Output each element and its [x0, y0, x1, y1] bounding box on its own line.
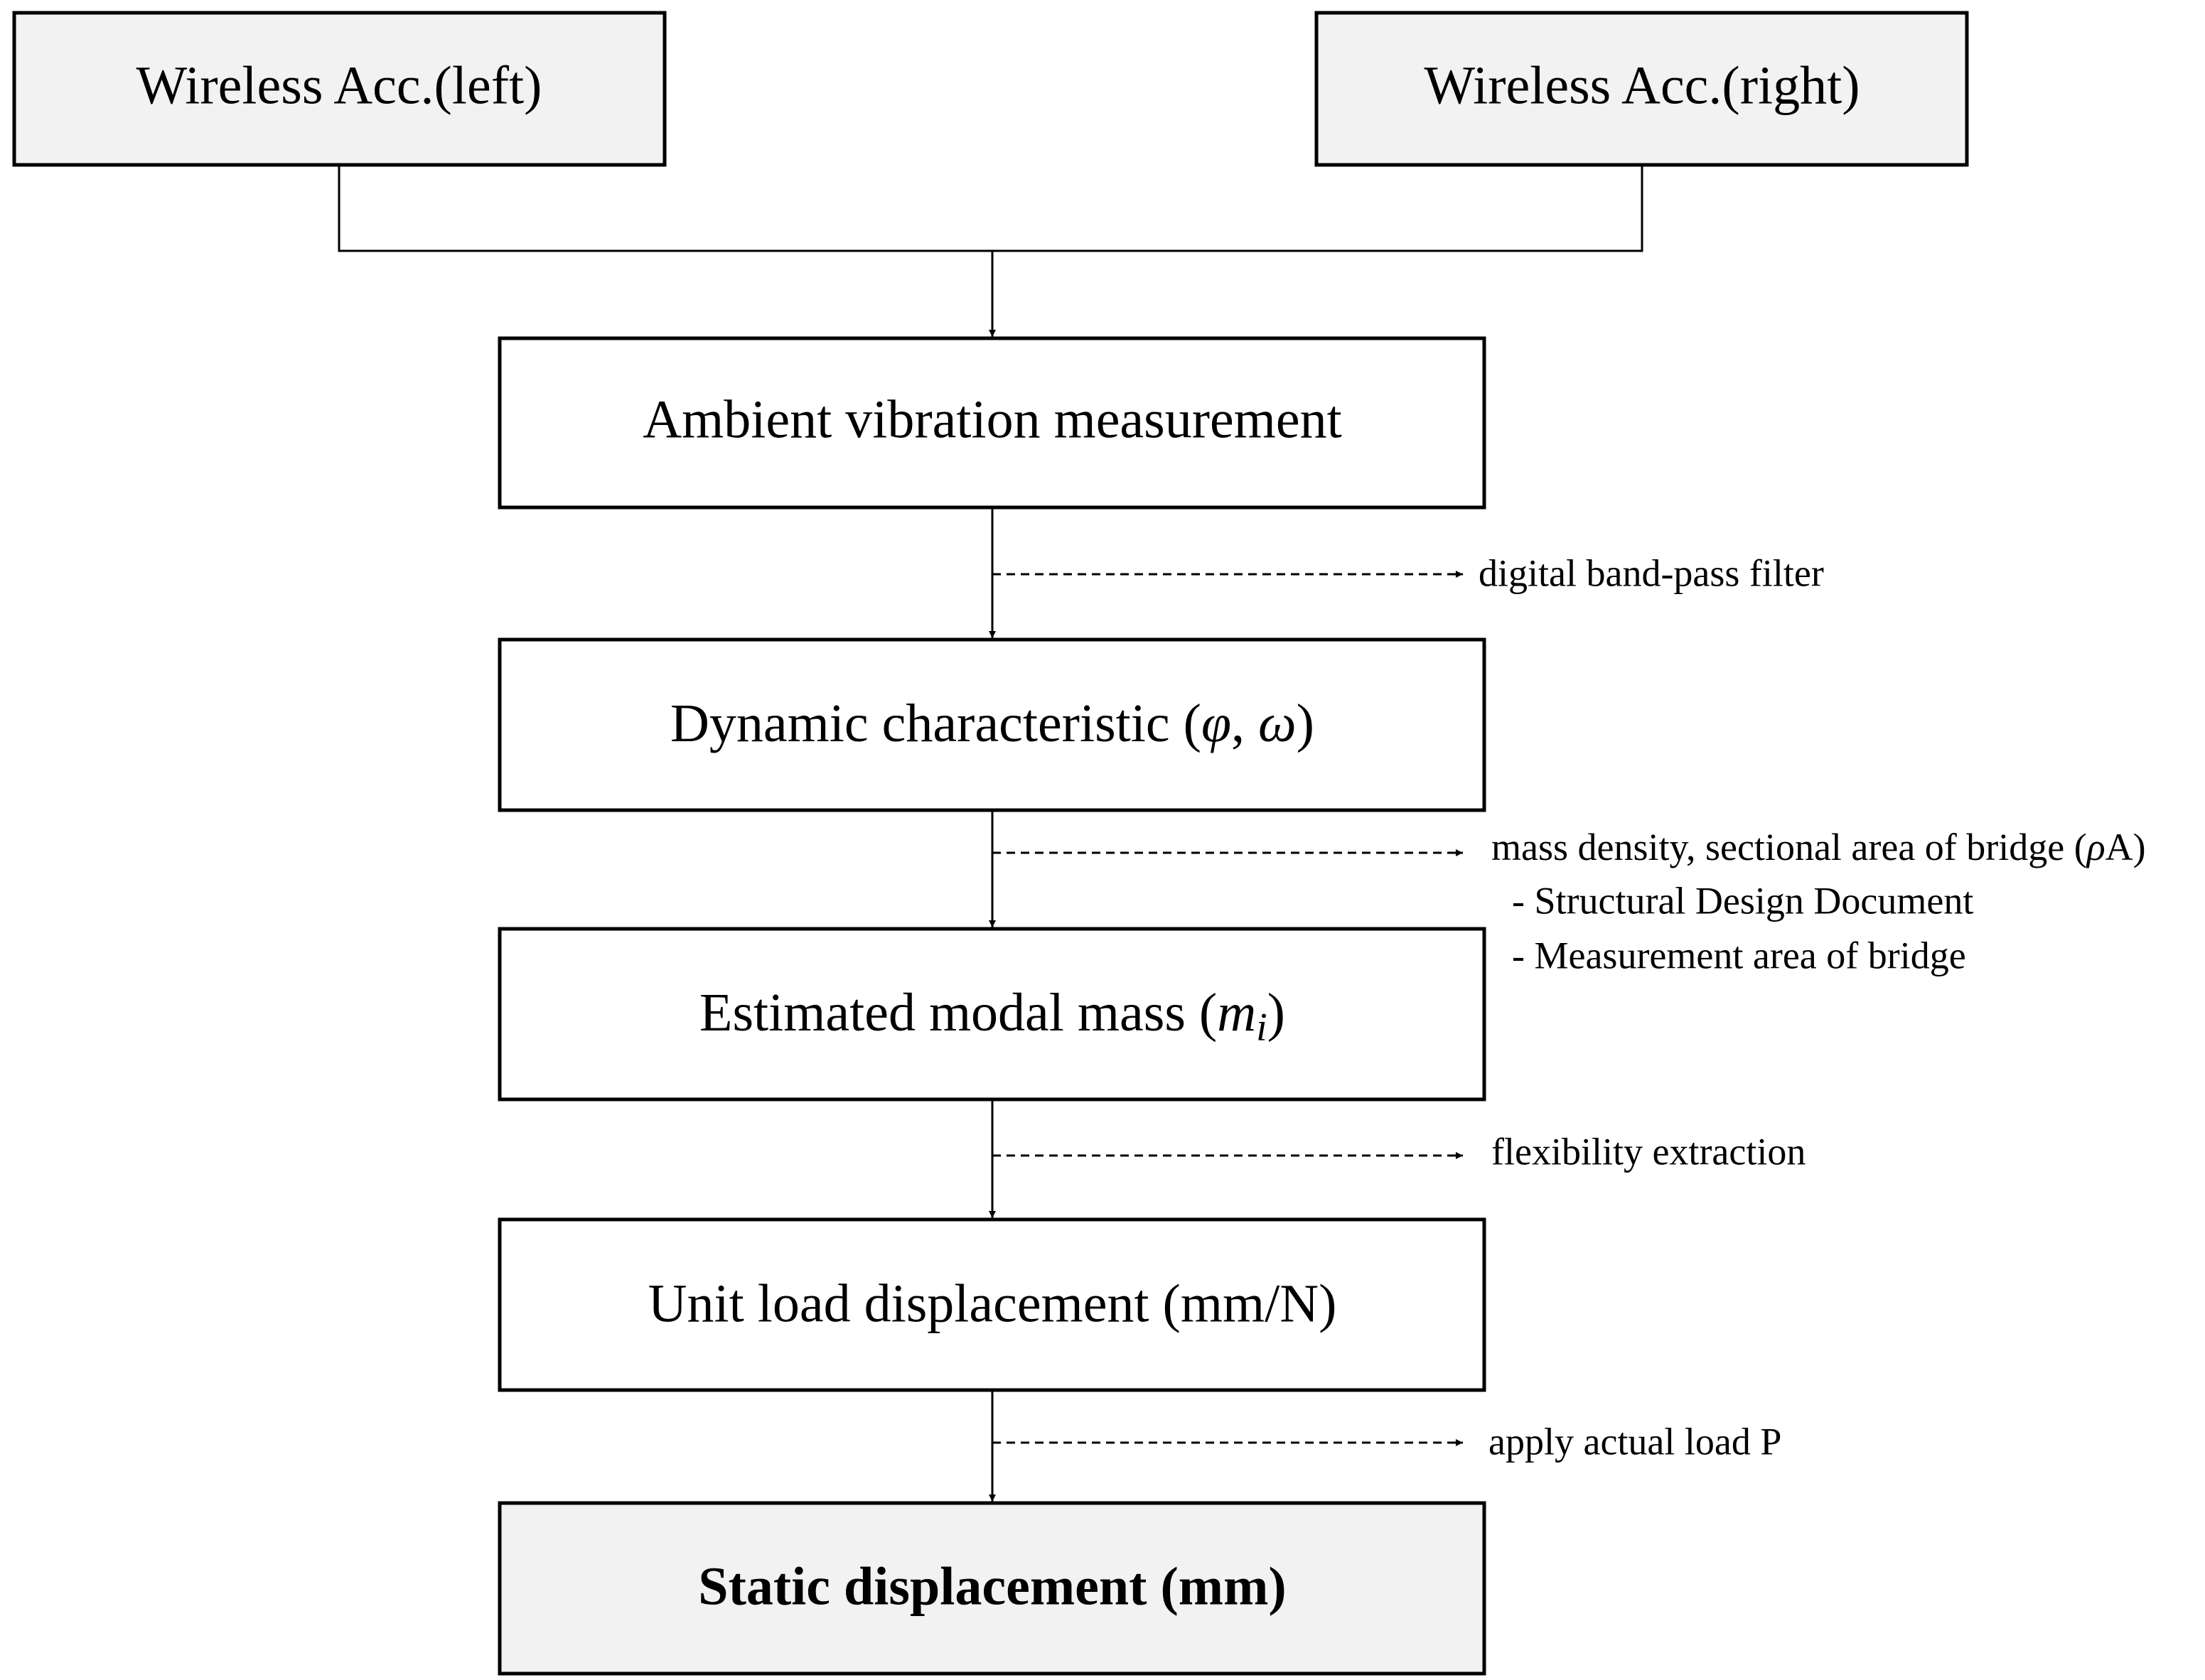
modal-mass-label: Estimated modal mass (mi)	[699, 983, 1285, 1049]
static-displacement-box	[498, 1501, 1486, 1676]
dynamic-characteristic-label: Dynamic characteristic (φ, ω)	[670, 694, 1314, 753]
input-right-node: Wireless Acc.(right)	[1314, 11, 1969, 167]
input-left-node: Wireless Acc.(left)	[12, 11, 667, 167]
mass-density-note: mass density, sectional area of bridge (…	[1491, 826, 2146, 868]
flexibility-note: flexibility extraction	[1491, 1130, 1806, 1173]
input-left-box	[12, 11, 667, 167]
unit-load-node: Unit load displacement (mm/N)	[498, 1217, 1486, 1392]
ambient-vibration-label: Ambient vibration measurement	[643, 389, 1342, 449]
static-displacement-node: Static displacement (mm)	[498, 1501, 1486, 1676]
structural-design-note: - Structural Design Document	[1512, 879, 1973, 922]
unit-load-label: Unit load displacement (mm/N)	[648, 1274, 1337, 1333]
apply-load-note: apply actual load P	[1488, 1420, 1781, 1463]
merge-connector	[338, 165, 1643, 252]
static-displacement-label: Static displacement (mm)	[698, 1556, 1286, 1616]
ambient-vibration-node: Ambient vibration measurement	[498, 336, 1486, 510]
unit-load-box	[498, 1217, 1486, 1392]
dynamic-characteristic-node: Dynamic characteristic (φ, ω)	[498, 637, 1486, 812]
input-right-box	[1314, 11, 1969, 167]
filter-note: digital band-pass filter	[1479, 551, 1824, 594]
modal-mass-node: Estimated modal mass (mi)	[498, 927, 1486, 1102]
input-left-label: Wireless Acc.(left)	[136, 55, 542, 115]
measurement-area-note: - Measurement area of bridge	[1512, 934, 1966, 976]
modal-mass-box	[498, 927, 1486, 1102]
input-right-label: Wireless Acc.(right)	[1424, 55, 1860, 115]
